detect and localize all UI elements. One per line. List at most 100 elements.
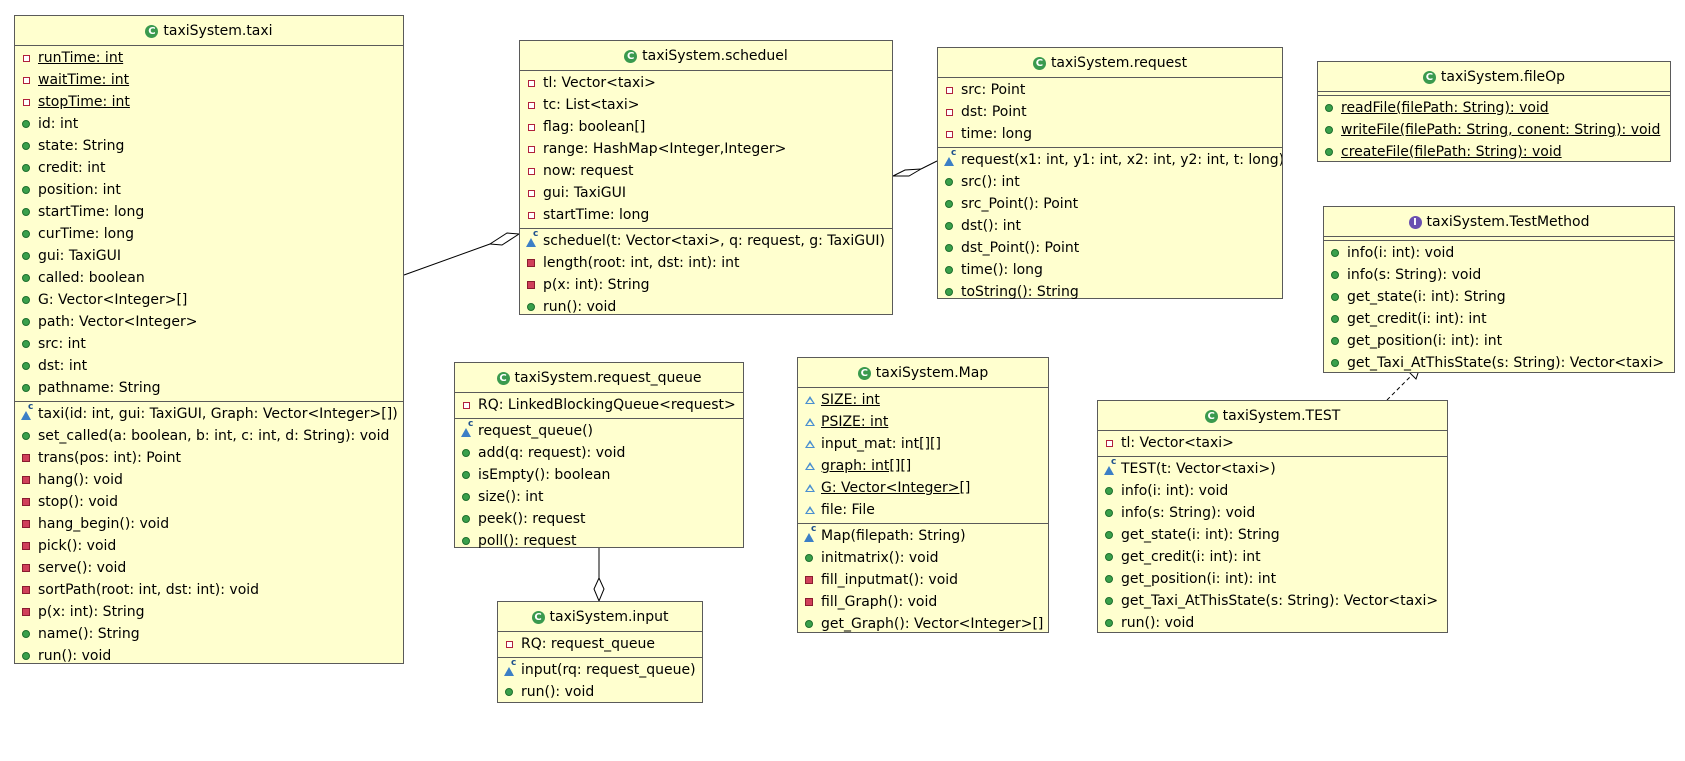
method-sortpath[interactable]: sortPath(root: int, dst: int): void [15,579,403,601]
method-readfile[interactable]: readFile(filePath: String): void [1318,97,1670,119]
method-run[interactable]: run(): void [15,645,403,667]
method-run[interactable]: run(): void [1098,612,1447,634]
attribute-dst[interactable]: dst: int [15,355,403,377]
method-test[interactable]: TEST(t: Vector<taxi>) [1098,458,1447,480]
attribute-file[interactable]: file: File [798,499,1048,521]
method-set-called[interactable]: set_called(a: boolean, b: int, c: int, d… [15,425,403,447]
attribute-graph[interactable]: graph: int[][] [798,455,1048,477]
attribute-starttime[interactable]: startTime: long [520,204,892,226]
method-taxi[interactable]: taxi(id: int, gui: TaxiGUI, Graph: Vecto… [15,403,403,425]
method-fill-graph[interactable]: fill_Graph(): void [798,591,1048,613]
method-hang-begin[interactable]: hang_begin(): void [15,513,403,535]
attribute-called[interactable]: called: boolean [15,267,403,289]
attribute-g[interactable]: G: Vector<Integer>[] [15,289,403,311]
method-get-state[interactable]: get_state(i: int): String [1324,286,1674,308]
attribute-rq[interactable]: RQ: request_queue [498,633,702,655]
attribute-tl[interactable]: tl: Vector<taxi> [1098,432,1447,454]
attribute-position[interactable]: position: int [15,179,403,201]
method-name[interactable]: name(): String [15,623,403,645]
attribute-flag[interactable]: flag: boolean[] [520,116,892,138]
attribute-gui[interactable]: gui: TaxiGUI [15,245,403,267]
attribute-starttime[interactable]: startTime: long [15,201,403,223]
method-get-position[interactable]: get_position(i: int): int [1324,330,1674,352]
method-src-point[interactable]: src_Point(): Point [938,193,1282,215]
method-p[interactable]: p(x: int): String [15,601,403,623]
method-trans[interactable]: trans(pos: int): Point [15,447,403,469]
method-info[interactable]: info(i: int): void [1098,480,1447,502]
attribute-path[interactable]: path: Vector<Integer> [15,311,403,333]
attribute-range[interactable]: range: HashMap<Integer,Integer> [520,138,892,160]
attribute-waittime[interactable]: waitTime: int [15,69,403,91]
method-map[interactable]: Map(filepath: String) [798,525,1048,547]
method-p[interactable]: p(x: int): String [520,274,892,296]
method-add[interactable]: add(q: request): void [455,442,743,464]
method-run[interactable]: run(): void [498,681,702,703]
attribute-pathname[interactable]: pathname: String [15,377,403,399]
method-createfile[interactable]: createFile(filePath: String): void [1318,141,1670,163]
method-dst-point[interactable]: dst_Point(): Point [938,237,1282,259]
attribute-g[interactable]: G: Vector<Integer>[] [798,477,1048,499]
method-get-graph[interactable]: get_Graph(): Vector<Integer>[] [798,613,1048,635]
method-hang[interactable]: hang(): void [15,469,403,491]
method-get-credit[interactable]: get_credit(i: int): int [1324,308,1674,330]
method-dst[interactable]: dst(): int [938,215,1282,237]
attribute-dst[interactable]: dst: Point [938,101,1282,123]
method-size[interactable]: size(): int [455,486,743,508]
method-stop[interactable]: stop(): void [15,491,403,513]
method-get-position[interactable]: get_position(i: int): int [1098,568,1447,590]
attribute-src[interactable]: src: Point [938,79,1282,101]
method-input[interactable]: input(rq: request_queue) [498,659,702,681]
method-request-queue[interactable]: request_queue() [455,420,743,442]
attribute-stoptime[interactable]: stopTime: int [15,91,403,113]
method-length[interactable]: length(root: int, dst: int): int [520,252,892,274]
attribute-size[interactable]: SIZE: int [798,389,1048,411]
attribute-rq[interactable]: RQ: LinkedBlockingQueue<request> [455,394,743,416]
method-fill-inputmat[interactable]: fill_inputmat(): void [798,569,1048,591]
attribute-curtime[interactable]: curTime: long [15,223,403,245]
method-tostring[interactable]: toString(): String [938,281,1282,303]
method-info[interactable]: info(s: String): void [1324,264,1674,286]
method-get-taxi-atthisstate[interactable]: get_Taxi_AtThisState(s: String): Vector<… [1098,590,1447,612]
attribute-state[interactable]: state: String [15,135,403,157]
attribute-now[interactable]: now: request [520,160,892,182]
attribute-src[interactable]: src: int [15,333,403,355]
attribute-psize[interactable]: PSIZE: int [798,411,1048,433]
method-get-taxi-atthisstate[interactable]: get_Taxi_AtThisState(s: String): Vector<… [1324,352,1674,374]
method-time[interactable]: time(): long [938,259,1282,281]
attribute-runtime[interactable]: runTime: int [15,47,403,69]
attribute-tl[interactable]: tl: Vector<taxi> [520,72,892,94]
method-run[interactable]: run(): void [520,296,892,318]
attribute-tc[interactable]: tc: List<taxi> [520,94,892,116]
method-get-state[interactable]: get_state(i: int): String [1098,524,1447,546]
method-pick[interactable]: pick(): void [15,535,403,557]
method-poll[interactable]: poll(): request [455,530,743,552]
attribute-credit[interactable]: credit: int [15,157,403,179]
attribute-id[interactable]: id: int [15,113,403,135]
method-writefile[interactable]: writeFile(filePath: String, conent: Stri… [1318,119,1670,141]
method-initmatrix[interactable]: initmatrix(): void [798,547,1048,569]
method-peek[interactable]: peek(): request [455,508,743,530]
method-info[interactable]: info(s: String): void [1098,502,1447,524]
method-scheduel[interactable]: scheduel(t: Vector<taxi>, q: request, g:… [520,230,892,252]
attribute-gui[interactable]: gui: TaxiGUI [520,182,892,204]
method-serve[interactable]: serve(): void [15,557,403,579]
method-src[interactable]: src(): int [938,171,1282,193]
attribute-time[interactable]: time: long [938,123,1282,145]
method-get-credit[interactable]: get_credit(i: int): int [1098,546,1447,568]
